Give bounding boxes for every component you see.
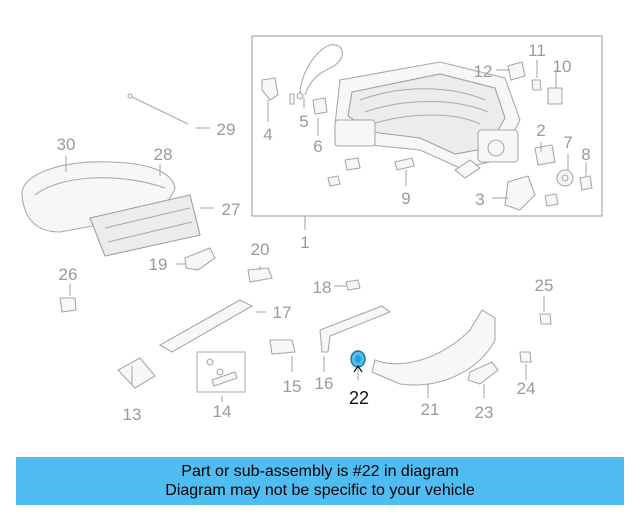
label-28: 28 (154, 145, 173, 164)
label-8: 8 (581, 145, 590, 164)
cap-24-drawing (519, 351, 532, 363)
label-3: 3 (475, 190, 484, 209)
clip-26-drawing (59, 297, 77, 313)
label-17: 17 (273, 303, 292, 322)
label-18: 18 (313, 278, 332, 297)
label-7: 7 (563, 133, 572, 152)
label-2: 2 (536, 121, 545, 140)
lever-23-drawing (467, 361, 499, 385)
seat-frame-drawing (261, 44, 593, 211)
label-11: 11 (528, 41, 546, 60)
label-5: 5 (299, 112, 308, 131)
label-29: 29 (217, 120, 236, 139)
label-22[interactable]: 22 (349, 388, 369, 408)
label-10: 10 (553, 57, 572, 76)
clip-20-drawing (247, 267, 273, 283)
label-12: 12 (474, 62, 493, 81)
label-19: 19 (149, 255, 168, 274)
seat-parts-diagram: 1 2 3 4 5 6 7 8 9 10 11 12 13 14 15 16 1… (21, 35, 603, 424)
label-30: 30 (57, 135, 76, 154)
assembly-frame-box (251, 35, 603, 217)
label-26: 26 (59, 265, 78, 284)
banner-line-2: Diagram may not be specific to your vehi… (165, 482, 475, 499)
label-14: 14 (213, 402, 232, 421)
kit-14-box (196, 351, 246, 393)
label-27: 27 (222, 200, 241, 219)
info-banner: Part or sub-assembly is #22 in diagram D… (16, 457, 624, 505)
part-22-highlight[interactable] (350, 350, 366, 368)
seat-rail-21-drawing (371, 309, 496, 386)
label-4: 4 (263, 125, 272, 144)
rail-cover-17-drawing (158, 299, 254, 353)
bolt-18-drawing (345, 279, 361, 291)
label-23: 23 (475, 403, 494, 422)
leader-lines (65, 60, 587, 402)
label-25: 25 (535, 276, 554, 295)
cover-13-drawing (117, 357, 156, 389)
bracket-19-drawing (184, 247, 216, 271)
nut-25-drawing (539, 313, 552, 325)
label-21: 21 (421, 400, 440, 419)
label-9: 9 (401, 189, 410, 208)
label-16: 16 (315, 374, 334, 393)
label-6: 6 (313, 137, 322, 156)
label-15: 15 (283, 377, 302, 396)
label-13: 13 (123, 405, 142, 424)
label-1: 1 (300, 233, 309, 252)
rail-16-drawing (319, 305, 392, 353)
label-24: 24 (517, 379, 536, 398)
label-20: 20 (251, 240, 270, 259)
banner-line-1: Part or sub-assembly is #22 in diagram (181, 463, 459, 480)
bracket-15-drawing (269, 339, 296, 355)
rod-29-drawing (129, 95, 189, 125)
seat-cushion-drawing (21, 161, 201, 257)
